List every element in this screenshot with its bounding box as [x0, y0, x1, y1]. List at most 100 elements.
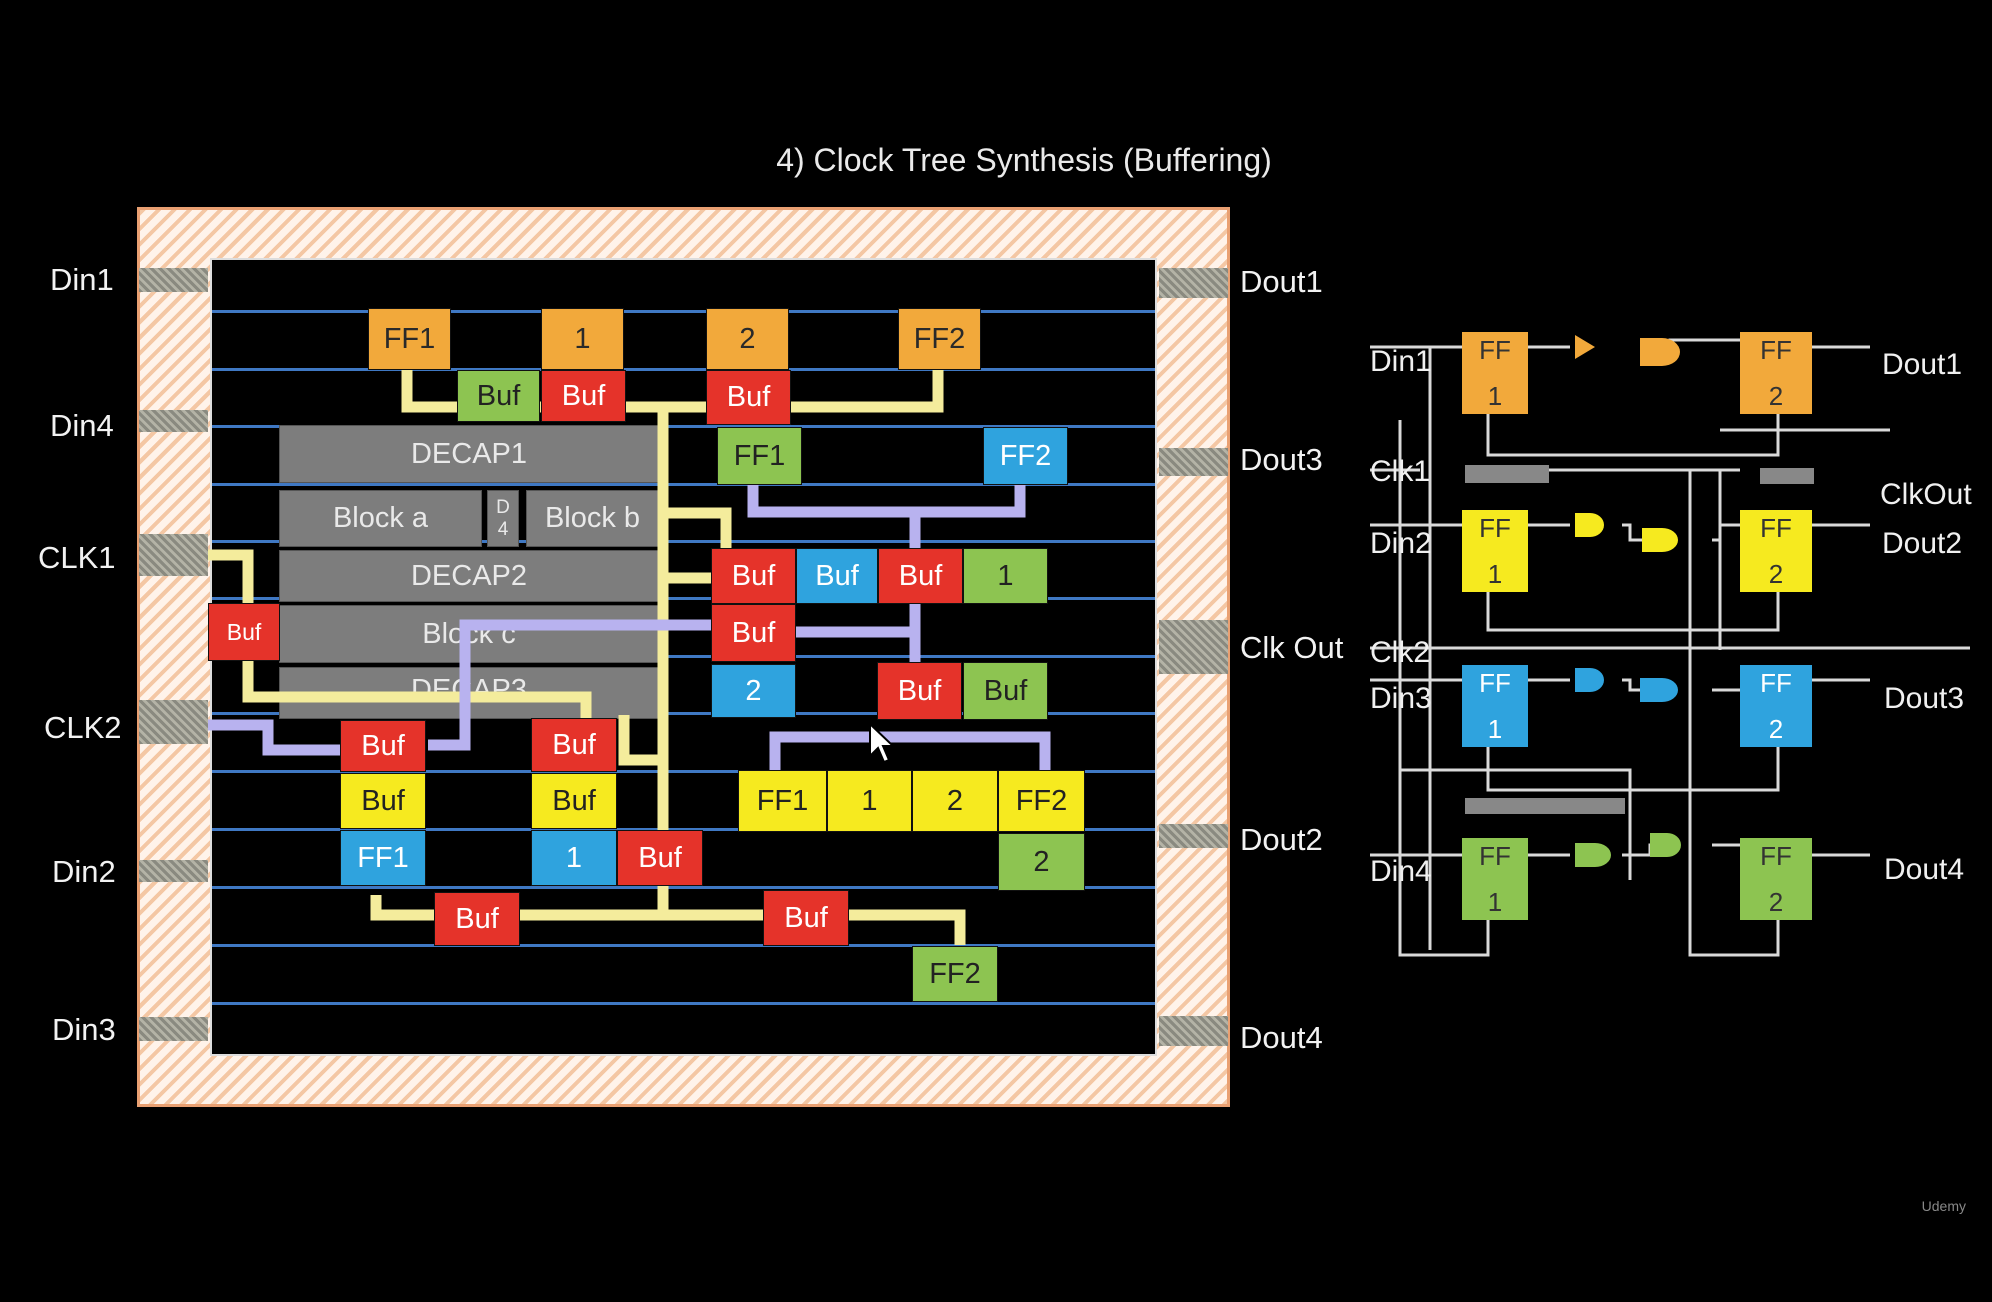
ff1-cell: FF1	[368, 308, 451, 370]
ff-orange-1: FF 1	[1462, 332, 1528, 414]
pad-dout1	[1159, 268, 1228, 298]
cell-2: 2	[912, 770, 998, 832]
schematic-label-din2: Din2	[1370, 527, 1432, 560]
cell-1: 1	[541, 308, 624, 370]
buffer-cell: Buf	[711, 604, 796, 662]
buffer-cell: Buf	[963, 662, 1048, 720]
pad-dout4	[1159, 1016, 1228, 1046]
pin-label-dout4: Dout4	[1240, 1020, 1323, 1055]
buffer-cell: Buf	[531, 718, 617, 772]
slide-title: 4) Clock Tree Synthesis (Buffering)	[776, 142, 1272, 178]
pin-label-clk2: CLK2	[44, 710, 122, 745]
power-rail	[212, 655, 1155, 658]
schematic-wire	[1486, 745, 1780, 792]
clock-wire-violet	[769, 731, 1051, 770]
and-gate	[1640, 678, 1678, 702]
cell-2: 2	[711, 664, 796, 718]
pad-clk2	[139, 700, 208, 744]
clock-wire-yellow	[370, 895, 966, 945]
buffer-cell: Buf	[878, 548, 963, 604]
pad-dout3	[1159, 448, 1228, 476]
pin-label-clk1: CLK1	[38, 540, 116, 575]
pin-label-din3: Din3	[52, 1012, 116, 1047]
ff-number: 2	[1768, 714, 1784, 744]
clock-wire-yellow	[401, 370, 944, 413]
decap4-label-bottom: 4	[497, 518, 509, 540]
pin-label-clkout: Clk Out	[1240, 630, 1344, 665]
schematic-wire	[1486, 590, 1780, 632]
buffer-cell: Buf	[711, 548, 796, 604]
ff-number: 2	[1768, 381, 1784, 411]
and-gate	[1640, 338, 1680, 366]
ff-label: FF	[1760, 841, 1792, 871]
buffer-cell: Buf	[434, 892, 520, 946]
power-rail	[212, 425, 1155, 428]
ff2-cell: FF2	[998, 770, 1085, 832]
schematic-wire	[1712, 523, 1740, 542]
schematic-wires	[1370, 335, 1970, 957]
ff-label: FF	[1760, 668, 1792, 698]
cell-1: 1	[531, 830, 617, 886]
buffer-cell: Buf	[340, 720, 426, 772]
and-gate	[1642, 528, 1678, 552]
ff2-cell: FF2	[983, 427, 1068, 485]
clock-wire-violet	[428, 619, 712, 751]
schematic-label-dout3: Dout3	[1884, 682, 1965, 715]
pad-dout2	[1159, 824, 1228, 848]
schematic-label-clkout: ClkOut	[1880, 478, 1972, 511]
cell-1: 1	[963, 548, 1048, 604]
buffer-cell: Buf	[208, 603, 280, 661]
schematic-label-din3: Din3	[1370, 682, 1432, 715]
clock-wire-yellow	[618, 715, 663, 766]
clock-wire-violet	[208, 719, 345, 756]
cell-1: 1	[827, 770, 912, 832]
and-gate	[1575, 513, 1604, 537]
pad-din1	[139, 268, 208, 292]
ff2-cell: FF2	[912, 946, 998, 1002]
pad-din3	[139, 1017, 208, 1041]
ff-number: 1	[1487, 714, 1503, 744]
buffer-cell: Buf	[796, 548, 878, 604]
ff1-cell: FF1	[340, 830, 426, 886]
schematic-label-dout4: Dout4	[1884, 853, 1965, 886]
clock-wire-yellow	[208, 549, 592, 720]
ff-number: 1	[1487, 381, 1503, 411]
ff-number: 2	[1768, 887, 1784, 917]
clock-buffer	[1760, 468, 1814, 484]
pin-label-din1: Din1	[50, 262, 114, 297]
clock-wire-violet	[747, 484, 1026, 518]
ff-label: FF	[1479, 668, 1511, 698]
ff-label: FF	[1479, 335, 1511, 365]
power-rail	[212, 944, 1155, 947]
ff-blue-1: FF 1	[1462, 665, 1528, 747]
ff-number: 1	[1487, 559, 1503, 589]
schematic-label-din4: Din4	[1370, 855, 1432, 888]
pad-din4	[139, 410, 208, 432]
decap4-label-top: D	[496, 496, 510, 518]
power-rail	[212, 770, 1155, 773]
ff-yellow-1: FF 1	[1462, 510, 1528, 592]
pad-din2	[139, 860, 208, 882]
schematic-label-clk1: Clk1	[1370, 455, 1431, 488]
ff-label: FF	[1760, 513, 1792, 543]
ff-label: FF	[1479, 513, 1511, 543]
schematic-wire	[1398, 420, 1490, 957]
block-a: Block a	[279, 490, 482, 547]
buffer-cell: Buf	[340, 773, 426, 829]
decap1-block: DECAP1	[279, 425, 659, 483]
cell-2: 2	[998, 833, 1085, 891]
clock-buffer	[1465, 465, 1549, 483]
power-rail	[212, 886, 1155, 889]
schematic-label-dout1: Dout1	[1882, 348, 1963, 381]
clock-wire-yellow	[663, 507, 732, 550]
cell-2: 2	[706, 308, 789, 370]
and-gate	[1575, 668, 1604, 692]
schematic-label-dout2: Dout2	[1882, 527, 1963, 560]
power-rail	[212, 712, 1155, 715]
buffer-cell: Buf	[763, 890, 849, 946]
and-gate	[1650, 833, 1681, 857]
udemy-watermark: Udemy	[1921, 1198, 1966, 1214]
pad-clkout	[1159, 620, 1228, 674]
ff2-cell: FF2	[898, 308, 981, 370]
